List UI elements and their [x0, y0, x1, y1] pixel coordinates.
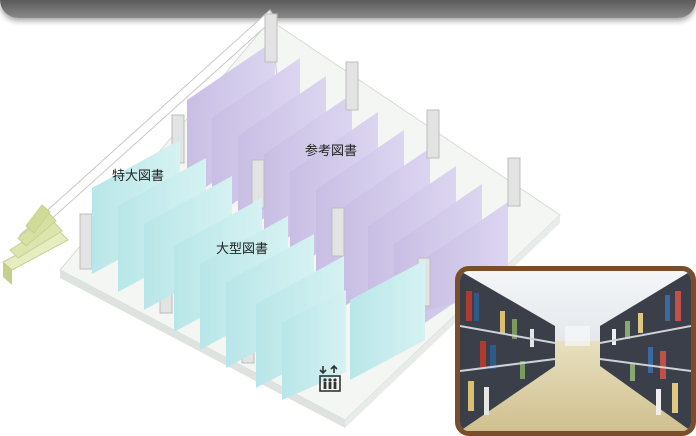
label-sankou: 参考図書 [305, 144, 358, 159]
elevator-icon [318, 364, 342, 392]
library-stacks-photo [455, 266, 696, 436]
label-oogata: 大型図書 [216, 242, 269, 257]
stairs [2, 204, 69, 285]
large-book-shelves [92, 140, 425, 400]
label-tokudai: 特大図書 [112, 169, 165, 184]
top-bar [0, 0, 696, 18]
